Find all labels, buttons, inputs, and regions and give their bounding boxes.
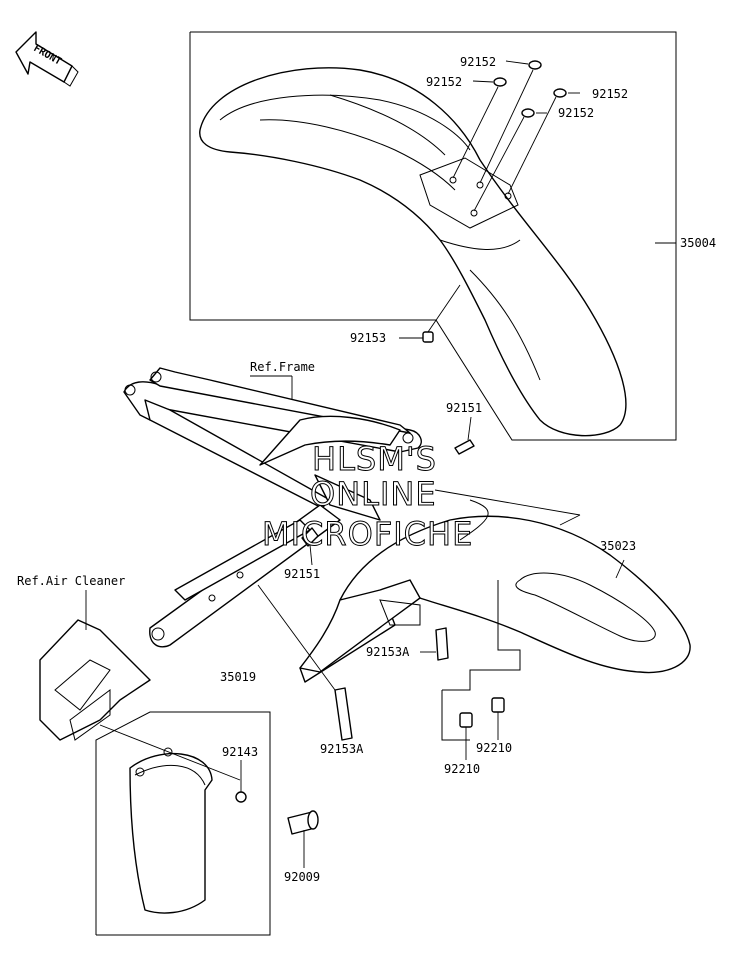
watermark-line-2: ONLINE xyxy=(310,475,437,513)
front-arrow-icon: FRONT xyxy=(15,31,79,87)
rear-fender-group xyxy=(257,489,691,760)
label-92152-a: 92152 xyxy=(460,55,496,69)
label-92009: 92009 xyxy=(284,870,320,884)
label-35004: 35004 xyxy=(680,236,716,250)
label-92151-a: 92151 xyxy=(446,401,482,415)
watermark-line-3: MICROFICHE xyxy=(262,515,473,553)
watermark: HLSM'S ONLINE MICROFICHE xyxy=(262,440,473,554)
label-92151-b: 92151 xyxy=(284,567,320,581)
air-cleaner-reference xyxy=(39,590,151,741)
label-92152-b: 92152 xyxy=(426,75,462,89)
label-ref-frame: Ref.Frame xyxy=(250,360,315,374)
label-35023: 35023 xyxy=(600,539,636,553)
rear-frame xyxy=(123,367,475,683)
mud-flap-group xyxy=(95,711,319,936)
rear-fender xyxy=(339,515,691,674)
watermark-line-1: HLSM'S xyxy=(312,440,437,478)
front-fender-group xyxy=(189,31,677,441)
mud-flap xyxy=(129,753,213,914)
label-92152-d: 92152 xyxy=(558,106,594,120)
label-92153a-a: 92153A xyxy=(366,645,410,659)
label-92153: 92153 xyxy=(350,331,386,345)
label-92153a-b: 92153A xyxy=(320,742,364,756)
label-35019: 35019 xyxy=(220,670,256,684)
label-92210-a: 92210 xyxy=(444,762,480,776)
label-92143: 92143 xyxy=(222,745,258,759)
label-92152-c: 92152 xyxy=(592,87,628,101)
front-fender xyxy=(199,67,627,437)
label-92210-b: 92210 xyxy=(476,741,512,755)
label-ref-air-cleaner: Ref.Air Cleaner xyxy=(17,574,125,588)
